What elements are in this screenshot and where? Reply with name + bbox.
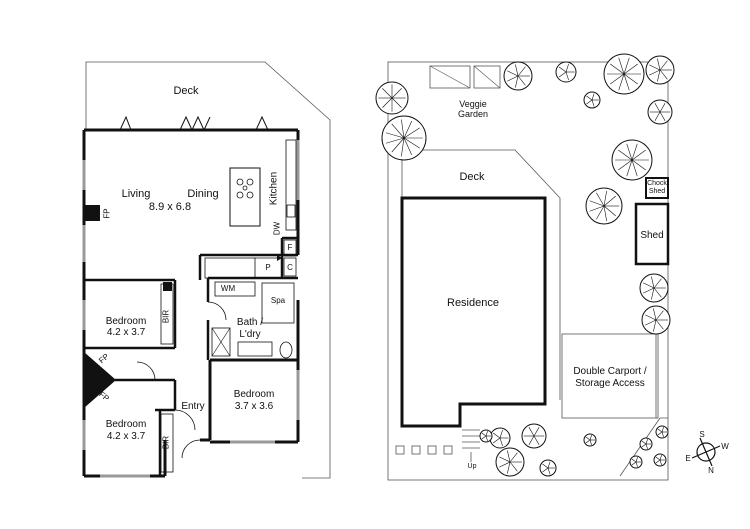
wm-label: WM	[220, 284, 236, 293]
spa-tub	[261, 282, 295, 324]
veggie-label-2: Garden	[457, 109, 489, 119]
bir2-box	[160, 413, 174, 473]
tree-icon	[489, 427, 511, 449]
entry-door-arc	[174, 409, 196, 431]
entry-label: Entry	[181, 401, 205, 412]
dining-label: Dining	[187, 188, 219, 200]
lot-boundary	[387, 61, 669, 481]
trees	[375, 53, 675, 477]
bedroom1-label: Bedroom	[105, 316, 147, 327]
washing-machine-box	[214, 281, 256, 297]
compass-w-label: W	[721, 442, 729, 451]
deck-label: Deck	[173, 85, 199, 97]
bedroom2-label: Bedroom	[105, 419, 147, 430]
entry-steps	[462, 429, 480, 462]
living-label: Living	[121, 188, 151, 200]
tree-icon	[647, 99, 673, 125]
tree-icon	[655, 425, 669, 439]
bath-label-1: Bath /	[236, 317, 264, 328]
veggie-bed-2	[473, 65, 501, 89]
tree-icon	[521, 423, 547, 449]
residence-footprint	[400, 196, 547, 428]
residence-label: Residence	[447, 297, 499, 309]
shower-box	[211, 327, 231, 357]
shed-box	[634, 202, 670, 266]
cooktop-icon	[236, 178, 254, 199]
tree-icon	[639, 273, 669, 303]
steps-up-label: Up	[467, 463, 477, 470]
compass-icon	[691, 437, 721, 467]
living-size-label: 8.9 x 6.8	[148, 201, 192, 213]
vanity	[237, 341, 273, 357]
tree-icon	[645, 55, 675, 85]
tree-icon	[653, 453, 667, 467]
bedroom2-size-label: 4.2 x 3.7	[106, 431, 146, 442]
tree-icon	[611, 139, 653, 181]
spa-label: Spa	[270, 296, 286, 305]
tree-icon	[539, 459, 557, 477]
p-label: P	[265, 263, 271, 272]
cupboard-box	[283, 257, 297, 277]
tree-icon	[585, 187, 623, 225]
veggie-bed-1	[429, 65, 471, 89]
bath-label-2: L'dry	[239, 329, 261, 340]
site-deck-label: Deck	[459, 171, 485, 183]
deck-outline	[85, 61, 331, 479]
chock-shed-box	[645, 177, 669, 199]
sink	[286, 204, 296, 218]
windows	[82, 140, 300, 478]
tree-icon	[583, 433, 597, 447]
shed-label: Shed	[640, 230, 664, 241]
fridge-box	[283, 239, 297, 257]
carport-label-2: Storage Access	[575, 378, 645, 389]
planters	[395, 445, 453, 455]
kitchen-island	[229, 167, 261, 227]
tree-icon	[375, 81, 409, 115]
tree-icon	[381, 115, 427, 161]
bedroom3-size-label: 3.7 x 3.6	[234, 401, 274, 412]
tree-icon	[603, 53, 645, 95]
tree-icon	[639, 437, 653, 451]
chock-shed-label-1: Chock	[647, 180, 667, 187]
toilet	[279, 341, 293, 359]
compass-n-label: N	[708, 466, 714, 475]
fireplace-bedrooms	[84, 352, 116, 408]
site-deck-outline	[401, 149, 561, 400]
compass-e-label: E	[685, 454, 691, 463]
f-label: F	[287, 243, 293, 252]
bedroom1-size-label: 4.2 x 3.7	[106, 327, 146, 338]
c-label: C	[287, 263, 293, 272]
bedroom3-label: Bedroom	[233, 389, 275, 400]
pantry-bench	[204, 257, 256, 279]
fireplace-living	[84, 205, 100, 221]
chock-shed-label-2: Shed	[648, 188, 666, 195]
tree-icon	[503, 61, 533, 91]
veggie-label-1: Veggie	[459, 99, 487, 109]
tree-icon	[629, 455, 643, 469]
bifold-doors	[119, 115, 269, 132]
kitchen-bench	[285, 139, 297, 231]
tree-icon	[555, 61, 577, 83]
pantry-arrowhead	[277, 255, 282, 261]
tree-icon	[479, 429, 493, 443]
tree-icon	[583, 91, 601, 109]
tree-icon	[495, 447, 525, 477]
carport-label-1: Double Carport /	[573, 366, 647, 377]
compass-s-label: S	[699, 430, 705, 439]
carport-area	[561, 333, 659, 419]
tree-icon	[641, 305, 671, 335]
